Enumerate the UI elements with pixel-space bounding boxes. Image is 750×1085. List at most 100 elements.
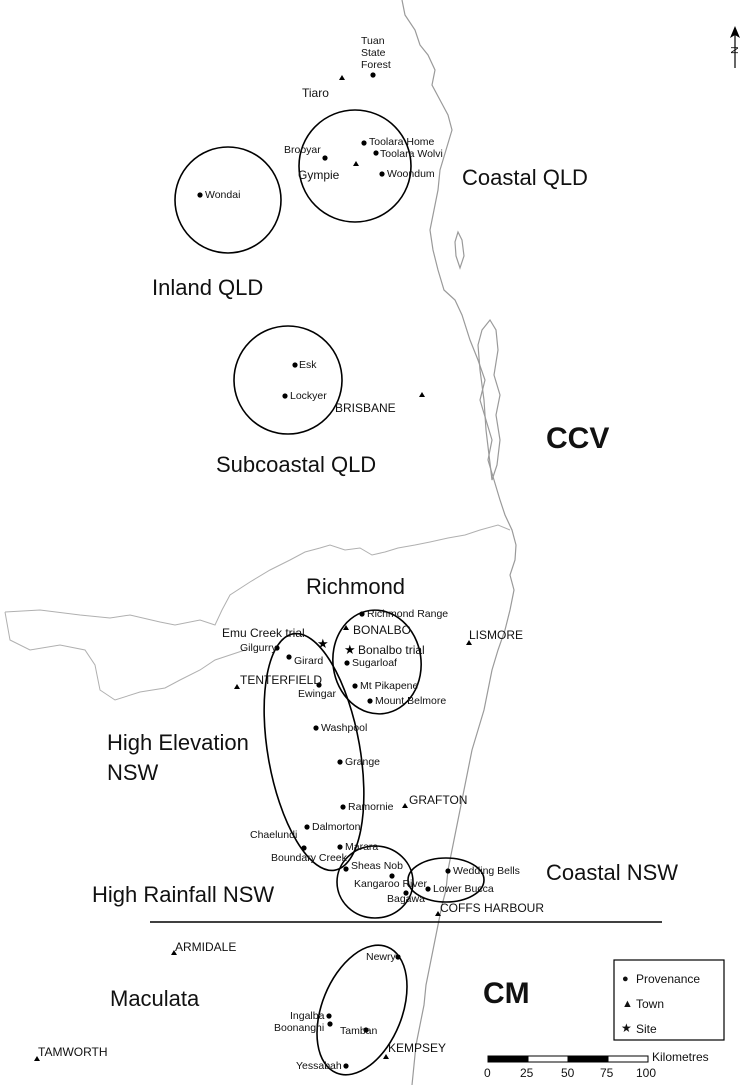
legend-label-town: Town bbox=[636, 997, 664, 1011]
label-kempsey: KEMPSEY bbox=[388, 1041, 446, 1055]
provenance-dot-sheas-nob bbox=[343, 866, 349, 872]
label-brisbane: BRISBANE bbox=[335, 401, 396, 415]
provenance-dot-boundary-creek bbox=[301, 845, 307, 851]
town-marker-tenterfield bbox=[234, 684, 240, 689]
scale-bar-unit: Kilometres bbox=[652, 1050, 709, 1064]
label-washpool: Washpool bbox=[321, 722, 367, 734]
provenance-dot-bagawa bbox=[403, 890, 409, 896]
provenance-dot-richmond-range bbox=[359, 611, 365, 617]
provenance-dot-ingalba bbox=[326, 1013, 332, 1019]
label-boonanghi: Boonanghi bbox=[274, 1022, 324, 1034]
region-label-inland-qld: Inland QLD bbox=[152, 275, 263, 300]
provenance-dot-washpool bbox=[313, 725, 319, 731]
provenance-dot-marara bbox=[337, 844, 343, 850]
provenance-dot-wedding-bells bbox=[445, 868, 451, 874]
label-sugarloaf: Sugarloaf bbox=[352, 657, 397, 669]
label-grafton: GRAFTON bbox=[409, 793, 467, 807]
place-labels: Tuan State Forest Tiaro Brooyar Toolara … bbox=[38, 35, 544, 1072]
label-bonalbo: BONALBO bbox=[353, 623, 411, 637]
label-tiaro: Tiaro bbox=[302, 86, 329, 100]
provenance-dot-tamban bbox=[363, 1027, 369, 1033]
label-richmond-range: Richmond Range bbox=[367, 608, 448, 620]
zone-label-ccv: CCV bbox=[546, 422, 609, 455]
zone-label-cm: CM bbox=[483, 977, 530, 1010]
region-label-subcoastal-qld: Subcoastal QLD bbox=[216, 452, 376, 477]
town-marker-lismore bbox=[466, 640, 472, 645]
region-ring-high-rainfall bbox=[336, 845, 414, 919]
label-lockyer: Lockyer bbox=[290, 390, 327, 402]
label-ramornie: Ramornie bbox=[348, 801, 394, 813]
coastline bbox=[401, 0, 517, 1085]
label-tuan-line3: Forest bbox=[361, 59, 391, 71]
label-esk: Esk bbox=[299, 359, 317, 371]
label-marara: Marara bbox=[345, 841, 378, 853]
legend: ● Provenance ▲ Town ★ Site bbox=[613, 959, 725, 1041]
provenance-dot-esk bbox=[292, 362, 298, 368]
provenance-markers bbox=[197, 72, 451, 1069]
scale-tick-25: 25 bbox=[520, 1066, 534, 1080]
provenance-dot-dalmorton bbox=[304, 824, 310, 830]
site-markers: ★ ★ bbox=[317, 637, 356, 658]
provenance-dot-ramornie bbox=[340, 804, 346, 810]
coastline-island bbox=[477, 318, 501, 481]
provenance-dot-sugarloaf bbox=[344, 660, 350, 666]
label-mt-pikapene: Mt Pikapene bbox=[360, 680, 419, 692]
town-marker-bonalbo bbox=[343, 625, 349, 630]
label-tuan-line2: State bbox=[361, 47, 386, 59]
label-girard: Girard bbox=[294, 655, 323, 667]
site-marker-bonalbo: ★ bbox=[344, 643, 356, 658]
label-tuan-line1: Tuan bbox=[361, 35, 385, 47]
provenance-dot-newry bbox=[395, 954, 401, 960]
region-label-high-elevation-2: NSW bbox=[107, 760, 159, 785]
provenance-dot-ewingar bbox=[316, 682, 322, 688]
region-label-richmond: Richmond bbox=[306, 574, 405, 599]
provenance-dot-lower-bucca bbox=[425, 886, 431, 892]
coastline-island-2 bbox=[454, 230, 465, 270]
north-arrow-label: N bbox=[729, 46, 741, 54]
provenance-dot-gilgurry bbox=[274, 645, 280, 651]
label-yessabah: Yessabah bbox=[296, 1060, 342, 1072]
label-brooyar: Brooyar bbox=[284, 144, 321, 156]
scale-tick-100: 100 bbox=[636, 1066, 656, 1080]
label-tenterfield: TENTERFIELD bbox=[240, 673, 322, 687]
label-lismore: LISMORE bbox=[469, 628, 523, 642]
region-label-coastal-qld: Coastal QLD bbox=[462, 165, 588, 190]
region-label-high-elevation-1: High Elevation bbox=[107, 730, 249, 755]
town-marker-tiaro bbox=[339, 75, 345, 80]
label-toolara-wolvi: Toolara Wolvi bbox=[380, 148, 443, 160]
label-gilgurry: Gilgurry bbox=[240, 642, 278, 654]
provenance-dot-kangaroo-river bbox=[389, 873, 395, 879]
town-marker-armidale bbox=[171, 950, 177, 955]
scale-tick-0: 0 bbox=[484, 1066, 491, 1080]
provenance-dot-yessabah bbox=[343, 1063, 349, 1069]
label-woondum: Woondum bbox=[387, 168, 435, 180]
label-sheas-nob: Sheas Nob bbox=[351, 860, 403, 872]
scale-tick-75: 75 bbox=[600, 1066, 614, 1080]
provenance-dot-toolara-wolvi bbox=[373, 150, 379, 156]
provenance-dot-woondum bbox=[379, 171, 385, 177]
legend-symbol-town: ▲ bbox=[622, 998, 633, 1010]
town-marker-tamworth bbox=[34, 1056, 40, 1061]
label-armidale: ARMIDALE bbox=[175, 940, 236, 954]
label-wedding-bells: Wedding Bells bbox=[453, 865, 520, 877]
region-ring-coastal-nsw bbox=[407, 857, 485, 903]
state-border-west bbox=[4, 611, 246, 701]
provenance-dot-wondai bbox=[197, 192, 203, 198]
region-ring-high-elevation bbox=[263, 632, 365, 872]
label-dalmorton: Dalmorton bbox=[312, 821, 361, 833]
label-ewingar: Ewingar bbox=[298, 688, 336, 700]
legend-label-provenance: Provenance bbox=[636, 972, 700, 986]
provenance-dot-tuan bbox=[370, 72, 376, 78]
region-ring-maculata bbox=[316, 944, 408, 1076]
state-border bbox=[4, 524, 511, 626]
provenance-dot-girard bbox=[286, 654, 292, 660]
town-marker-coffs-harbour bbox=[435, 911, 441, 916]
north-arrow: N bbox=[729, 26, 741, 68]
legend-label-site: Site bbox=[636, 1022, 657, 1036]
label-grange: Grange bbox=[345, 756, 380, 768]
scale-tick-50: 50 bbox=[561, 1066, 575, 1080]
label-chaelundi: Chaelundi bbox=[250, 829, 297, 841]
label-newry: Newry bbox=[366, 951, 397, 963]
